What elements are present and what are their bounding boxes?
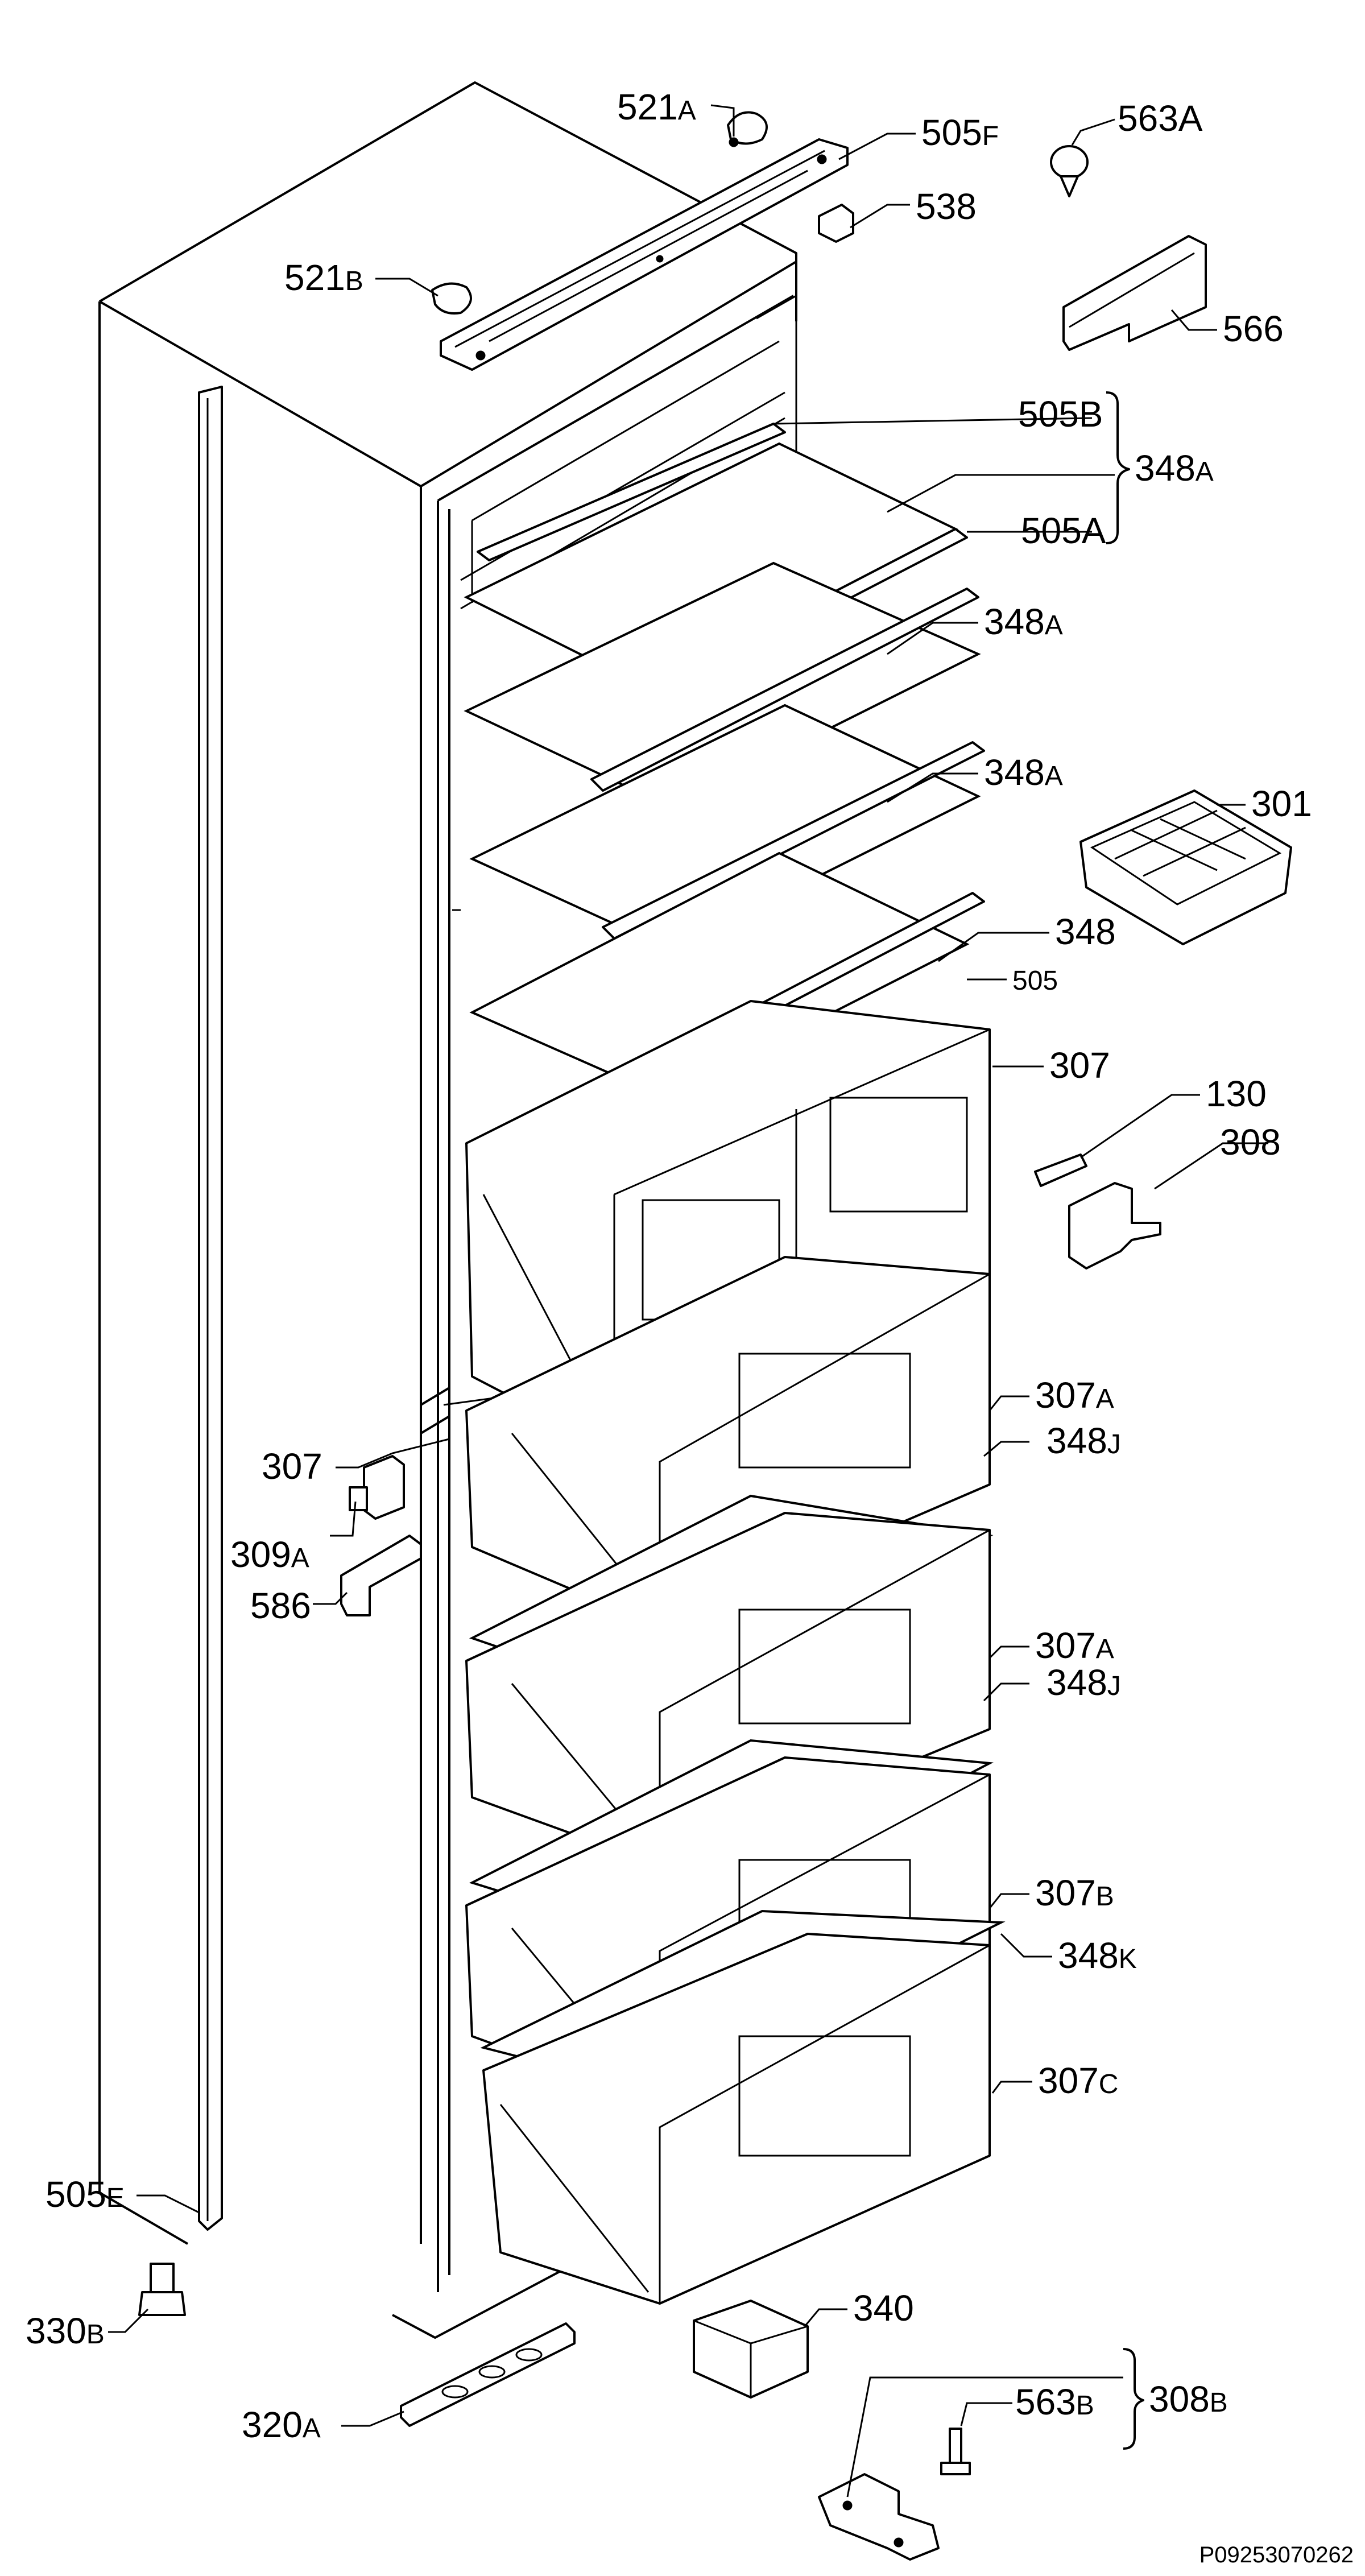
label-521b: 521B <box>284 257 363 298</box>
label-307-right: 307 <box>1049 1045 1110 1086</box>
label-563b: 563B <box>1015 2381 1094 2422</box>
hinge-cover-521a <box>727 111 768 147</box>
label-307b: 307B <box>1035 1872 1114 1913</box>
label-586: 586 <box>250 1585 311 1626</box>
ice-cube-tray-301 <box>1079 789 1292 945</box>
label-538: 538 <box>916 186 977 227</box>
label-566: 566 <box>1223 308 1284 349</box>
part-labels: 521A 505F 563A 538 521B 566 505B 348A 50… <box>26 86 1312 2445</box>
label-348j-2: 348J <box>1046 1662 1121 1703</box>
drawer-307c <box>482 1933 991 2305</box>
label-348a-1: 348A <box>984 601 1063 642</box>
label-330b: 330B <box>26 2310 105 2351</box>
hinge-308 <box>1068 1182 1161 1270</box>
label-308: 308 <box>1220 1122 1281 1163</box>
label-307-left: 307 <box>262 1446 322 1487</box>
label-130: 130 <box>1206 1073 1267 1114</box>
label-505a: 505A <box>1021 510 1106 551</box>
foot-330b <box>138 2263 186 2316</box>
label-340: 340 <box>853 2288 914 2329</box>
label-348j-1: 348J <box>1046 1420 1121 1461</box>
screw-563b <box>940 2428 971 2475</box>
label-307c: 307C <box>1038 2060 1118 2101</box>
screw-563a <box>1050 145 1089 197</box>
hinge-part-538 <box>818 204 854 243</box>
hinge-308b <box>818 2473 940 2561</box>
label-505f: 505F <box>921 112 999 153</box>
part-130 <box>1034 1153 1087 1187</box>
label-320a: 320A <box>242 2404 321 2445</box>
label-348k: 348K <box>1058 1935 1137 1976</box>
label-563a: 563A <box>1118 98 1203 139</box>
label-348a-2: 348A <box>984 752 1063 793</box>
glass-shelf-2 <box>464 561 981 809</box>
glass-shelf-3 <box>469 704 985 952</box>
label-505: 505 <box>1012 966 1058 996</box>
label-348a-brace: 348A <box>1135 448 1214 489</box>
label-301: 301 <box>1251 783 1312 824</box>
top-hinge-bar <box>440 138 849 371</box>
leader-lines <box>108 104 1268 2498</box>
part-309a <box>349 1455 405 1520</box>
door-gasket-505e <box>198 386 223 2231</box>
label-308b: 308B <box>1149 2379 1228 2420</box>
box-340 <box>693 2300 809 2399</box>
hinge-cover-521b <box>431 282 472 315</box>
label-307a-2: 307A <box>1035 1625 1114 1666</box>
bracket-566 <box>1062 235 1207 351</box>
label-307a-1: 307A <box>1035 1375 1114 1416</box>
label-309a: 309A <box>230 1534 309 1575</box>
bracket-586 <box>340 1535 422 1616</box>
document-code: P09253070262 <box>1199 2542 1354 2567</box>
label-505e: 505E <box>46 2174 125 2215</box>
label-505b: 505B <box>1018 394 1103 435</box>
label-521a: 521A <box>617 86 696 127</box>
label-348: 348 <box>1055 911 1116 952</box>
rail-320a <box>400 2322 576 2427</box>
